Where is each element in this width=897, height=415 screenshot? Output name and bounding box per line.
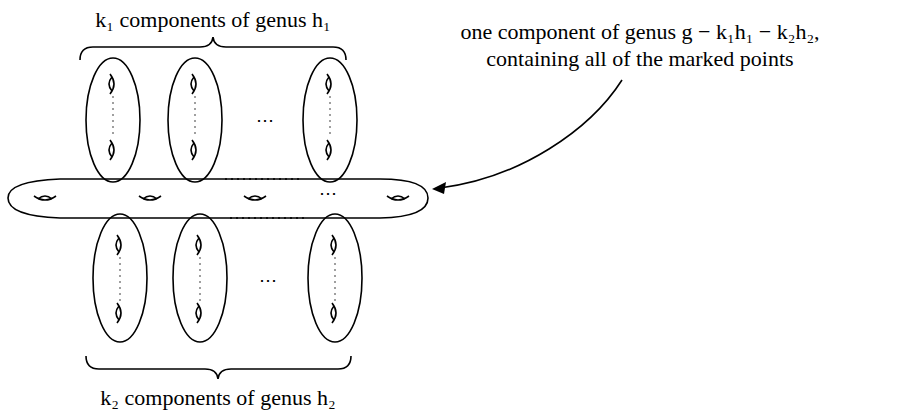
- hole-curve: [143, 196, 157, 199]
- hole-curve: [110, 140, 114, 160]
- hole-curve: [194, 96, 196, 138]
- hole-curve: [391, 196, 405, 199]
- hole-curve: [196, 306, 199, 320]
- top-component: [168, 58, 222, 182]
- hole-curve: [110, 74, 114, 94]
- hole-curve: [334, 257, 336, 301]
- top-component: [86, 58, 140, 182]
- hole-curve: [117, 235, 121, 255]
- bottom-brace: [86, 356, 351, 379]
- hole-curve: [197, 235, 201, 255]
- hole-curve: [197, 303, 201, 323]
- hole-curve: [112, 96, 114, 138]
- hole-curve: [331, 306, 334, 320]
- hole-curve: [331, 238, 334, 252]
- top-brace: [80, 37, 346, 60]
- hole-curve: [387, 196, 409, 200]
- main-component: [8, 179, 428, 218]
- top-component: [303, 58, 357, 182]
- leader-arrow: [440, 80, 622, 188]
- hole-curve: [329, 96, 331, 138]
- hole-curve: [326, 143, 329, 157]
- hole-curve: [119, 257, 121, 301]
- genus-holes: [109, 74, 336, 323]
- bottom-component: [173, 214, 227, 342]
- ellipsis: ⋯: [254, 110, 276, 130]
- dotted-continuation: [225, 179, 306, 218]
- ellipsis: ⋯: [317, 183, 339, 203]
- hole-curve: [109, 77, 112, 91]
- hole-curve: [117, 303, 121, 323]
- brace-label: k₂ components of genus h₂: [100, 384, 335, 411]
- hole-curve: [332, 235, 336, 255]
- hole-curve: [196, 238, 199, 252]
- hole-curve: [116, 238, 119, 252]
- hole-curve: [192, 74, 196, 94]
- hole-curve: [109, 143, 112, 157]
- hole-curve: [191, 77, 194, 91]
- hole-curve: [34, 196, 56, 200]
- hole-curve: [332, 303, 336, 323]
- callout-label: one component of genus g − k₁h₁ − k₂h₂, …: [415, 18, 865, 72]
- arrow-head: [432, 182, 446, 194]
- genus-holes: [34, 196, 409, 200]
- hole-curve: [327, 140, 331, 160]
- hole-curve: [116, 306, 119, 320]
- hole-curve: [199, 257, 201, 301]
- bottom-component: [308, 214, 362, 342]
- brace-label: k₁ components of genus h₁: [95, 6, 330, 33]
- hole-curve: [139, 196, 161, 200]
- hole-curve: [326, 77, 329, 91]
- ellipsis: ⋯: [257, 270, 279, 290]
- hole-curve: [244, 196, 266, 200]
- hole-curve: [191, 143, 194, 157]
- bottom-component: [93, 214, 147, 342]
- hole-curve: [327, 74, 331, 94]
- hole-curve: [192, 140, 196, 160]
- hole-curve: [38, 196, 52, 199]
- hole-curve: [248, 196, 262, 199]
